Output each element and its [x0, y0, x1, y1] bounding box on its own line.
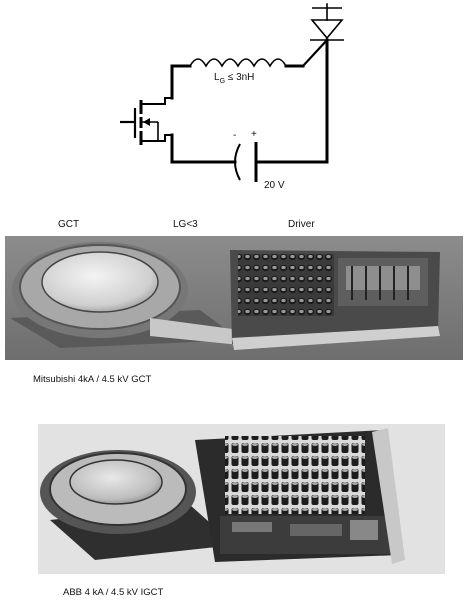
- abb-caption: ABB 4 kA / 4.5 kV IGCT: [63, 587, 164, 598]
- igct-lower-components: [220, 516, 390, 554]
- driver-board-edge: [232, 326, 440, 350]
- thyristor-symbol: [310, 7, 344, 41]
- mitsubishi-caption: Mitsubishi 4kA / 4.5 kV GCT: [33, 374, 152, 385]
- wire-left-top: [170, 64, 192, 100]
- igct-base-plate: [50, 505, 235, 560]
- igct-board-bracket: [372, 428, 405, 564]
- igct-disk-rim: [40, 450, 196, 534]
- gct-label: GCT: [58, 219, 80, 230]
- gct-base-plate: [10, 310, 240, 348]
- gct-gate-stripline: [150, 318, 240, 345]
- photo2-background: [38, 424, 445, 574]
- igct-disk-face: [69, 459, 163, 505]
- igct-disk-flange: [49, 452, 187, 526]
- capacitor-minus-label: -: [233, 130, 237, 141]
- driver-components: [338, 258, 428, 306]
- gate-lead: [301, 38, 329, 68]
- mosfet-symbol: [120, 97, 172, 145]
- voltage-label: 20 V: [264, 180, 285, 191]
- gate-circuit-schematic: [120, 3, 344, 182]
- capacitor-symbol: [234, 142, 258, 182]
- driver-label: Driver: [288, 219, 315, 230]
- photo1-background: [5, 236, 463, 360]
- igct-capacitor-bank: [225, 436, 365, 514]
- capacitor-plus-label: +: [251, 129, 257, 140]
- igct-driver-board: [195, 430, 400, 562]
- inductance-label: LG ≤ 3nH: [214, 72, 255, 85]
- driver-board: [230, 250, 440, 344]
- inductor-coil: [188, 58, 288, 68]
- lg-label: LG<3: [173, 219, 198, 230]
- gct-disk-flange: [19, 244, 181, 330]
- driver-capacitor-bank: [238, 254, 334, 316]
- gct-disk-face: [41, 251, 159, 313]
- gct-disk-rim: [12, 242, 188, 338]
- wire-bottom-left: [170, 133, 237, 164]
